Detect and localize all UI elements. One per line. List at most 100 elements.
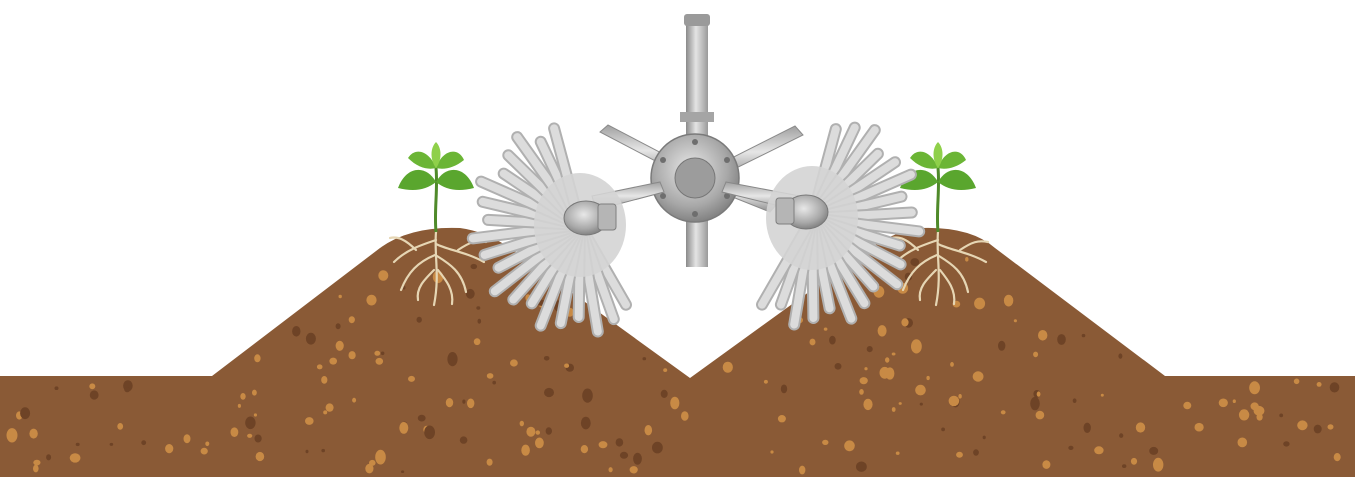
pebble [401, 470, 404, 473]
pebble [165, 444, 173, 453]
pebble [418, 415, 426, 422]
pebble [764, 380, 768, 384]
pebble [110, 443, 114, 446]
pebble [408, 376, 415, 382]
pebble [661, 390, 668, 398]
pebble [55, 386, 59, 390]
pebble [609, 467, 613, 472]
pebble [956, 452, 963, 458]
pebble [8, 432, 12, 436]
pebble [446, 398, 453, 407]
pebble [20, 407, 30, 419]
pebble [447, 352, 457, 366]
pebble [892, 407, 896, 412]
pebble [880, 367, 890, 379]
pebble [375, 450, 386, 465]
leaf-left-1 [398, 170, 436, 190]
pebble [374, 351, 380, 356]
pebble [896, 452, 900, 455]
pebble [521, 445, 530, 456]
pebble [117, 423, 123, 430]
pebble [973, 449, 979, 455]
pebble [582, 389, 593, 403]
pebble [205, 442, 209, 447]
pebble [950, 362, 954, 367]
pebble [723, 362, 733, 373]
pebble [860, 377, 868, 384]
pebble [973, 371, 984, 381]
pebble [670, 397, 679, 410]
pebble [510, 359, 518, 366]
pebble [829, 336, 836, 345]
pebble [336, 323, 341, 329]
pebble [544, 388, 554, 397]
pebble [399, 422, 408, 434]
pebble [381, 352, 385, 356]
pebble [1233, 399, 1236, 403]
pebble [958, 394, 961, 399]
pebble [799, 466, 805, 475]
pebble [546, 427, 552, 434]
pebble [974, 298, 985, 310]
pebble [1317, 382, 1322, 387]
pebble [33, 465, 39, 473]
wheel-hub-right [776, 195, 828, 229]
pebble [1014, 319, 1017, 322]
pebble [581, 417, 591, 430]
pebble [652, 442, 663, 454]
pebble [520, 421, 524, 427]
pebble [487, 459, 493, 466]
pebble [824, 328, 828, 331]
pebble [581, 445, 588, 453]
soil-ground [0, 228, 1355, 477]
pebble [915, 385, 926, 396]
pebble [247, 434, 252, 438]
pebble [460, 436, 468, 443]
pebble [466, 289, 475, 299]
pebble [920, 403, 923, 406]
pebble [645, 425, 653, 435]
pebble [1294, 379, 1300, 385]
pebble [306, 333, 316, 345]
pebble [949, 396, 960, 406]
pebble [471, 264, 478, 269]
pebble [317, 364, 323, 369]
pebble [1118, 353, 1122, 358]
pebble [1136, 422, 1145, 432]
pebble [1153, 458, 1163, 472]
pebble [810, 339, 816, 346]
pebble [663, 368, 667, 372]
pebble [329, 358, 337, 365]
pebble [1001, 410, 1006, 414]
pebble [141, 440, 146, 445]
pebble [901, 318, 908, 326]
pebble [867, 346, 873, 352]
pebble [321, 376, 327, 384]
pebble [643, 357, 647, 360]
pebble [254, 413, 257, 416]
pebble [911, 339, 922, 353]
pebble [1082, 334, 1086, 337]
pebble [1149, 447, 1158, 455]
pebble [46, 454, 51, 460]
pebble [424, 426, 435, 440]
pebble [1330, 382, 1340, 392]
pebble [433, 271, 443, 283]
pebble [910, 258, 919, 266]
pebble [292, 326, 300, 337]
pebble [1279, 414, 1283, 418]
pebble [255, 435, 262, 443]
pebble [366, 295, 376, 306]
pebble [633, 453, 642, 465]
pebble [1030, 397, 1040, 410]
pebble [983, 436, 986, 440]
pebble [941, 428, 945, 432]
pebble [349, 351, 356, 359]
stem-right [937, 168, 938, 232]
pebble [885, 357, 889, 362]
pebble [1038, 330, 1047, 341]
pebble [1283, 441, 1289, 446]
pebble [844, 440, 855, 451]
pebble [1297, 420, 1307, 430]
